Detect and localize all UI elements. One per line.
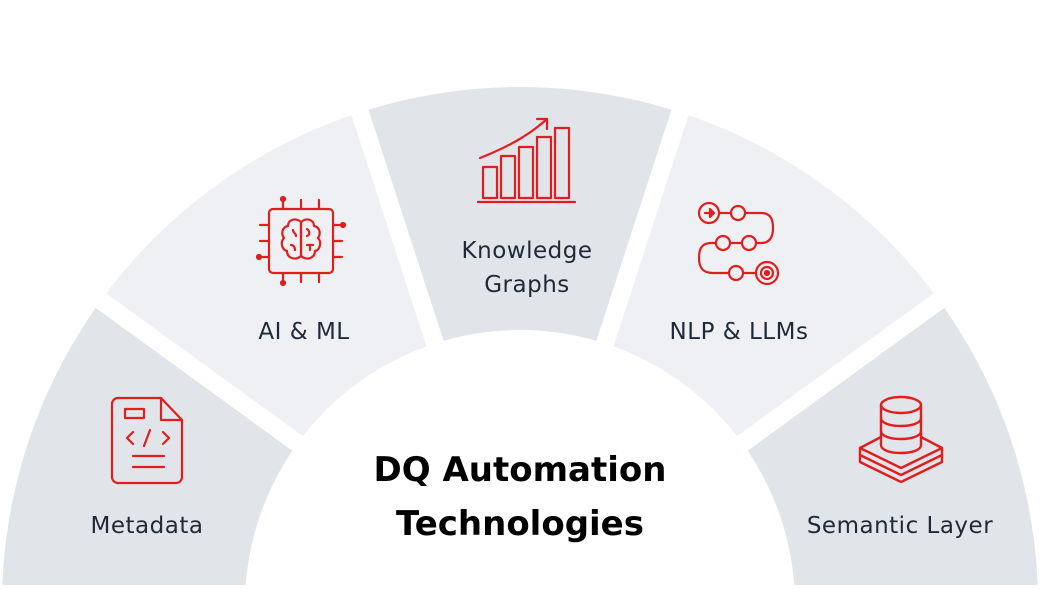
segment-label-knowledge-graphs: Knowledge Graphs [462, 234, 593, 302]
segment-label-semantic-layer: Semantic Layer [806, 513, 994, 539]
segment-label-knowledge-graphs-line1: Knowledge [461, 238, 593, 264]
fan-segment-4 [613, 115, 934, 437]
bar-chart-growth-icon [476, 117, 577, 204]
center-title: DQ Automation Technologies [374, 443, 667, 551]
brain-chip-icon [255, 195, 347, 287]
center-title-line1: DQ Automation [373, 450, 667, 490]
center-title-line2: Technologies [396, 504, 644, 544]
roadmap-path-icon [697, 201, 780, 286]
fan-segment-2 [106, 115, 427, 437]
fan-segment-1 [2, 307, 293, 589]
segment-label-nlp-llms: NLP & LLMs [669, 319, 809, 345]
segment-label-knowledge-graphs-line2: Graphs [484, 272, 570, 298]
segment-label-metadata: Metadata [90, 513, 204, 539]
fan-segment-3 [368, 86, 672, 341]
code-document-icon [110, 396, 184, 485]
segment-label-ai-ml: AI & ML [258, 319, 350, 345]
fan-segment-5 [747, 307, 1038, 589]
database-layers-icon [858, 395, 944, 483]
